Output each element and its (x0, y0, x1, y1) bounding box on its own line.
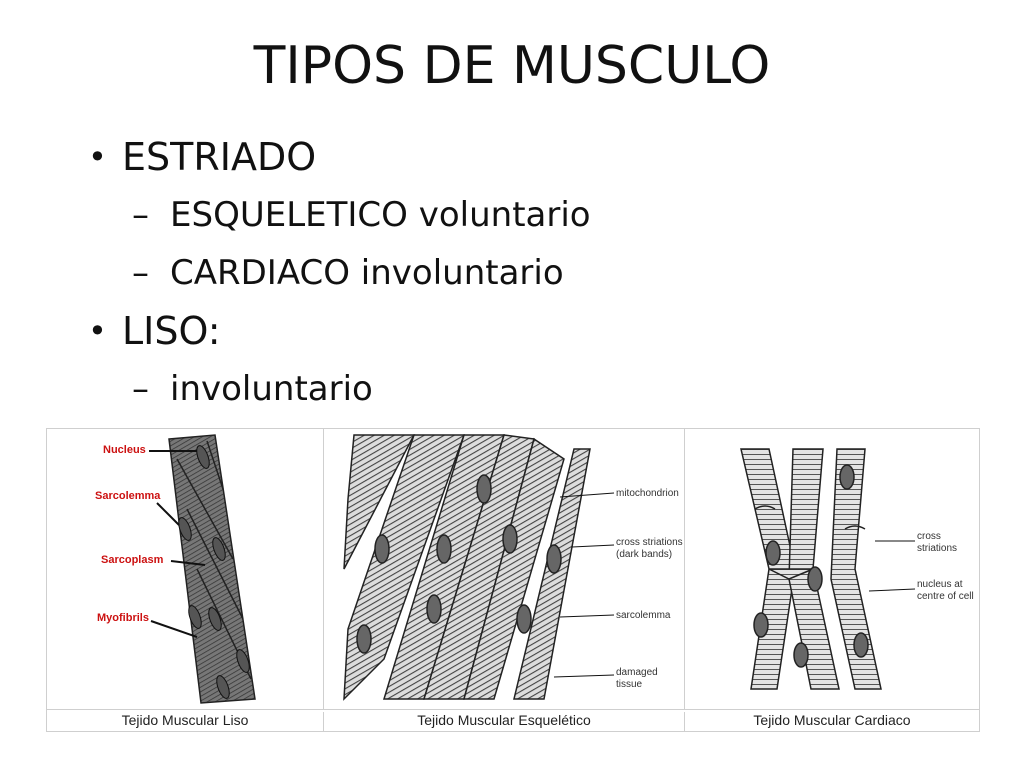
label-sarcolemma: sarcolemma (616, 610, 671, 621)
bullet-dot-icon: • (88, 312, 107, 350)
cardiac-muscle-fibers (740, 448, 882, 690)
bullet-item: • LISO: (88, 302, 591, 360)
bullet-item: • ESTRIADO (88, 128, 591, 186)
caption-cardiac: Tejido Muscular Cardiaco (753, 712, 911, 728)
dash-icon: – (132, 195, 149, 235)
smooth-muscle-panel: Nucleus Sarcolemma Sarcoplasm Myofibrils (47, 429, 324, 709)
dash-icon: – (132, 253, 149, 293)
skeletal-muscle-illustration: mitochondrion cross striations (dark ban… (343, 434, 683, 701)
sub-bullet-item: – involuntario (132, 360, 591, 418)
dash-icon: – (132, 369, 149, 409)
label-nucleus-at: nucleus at (917, 579, 963, 590)
label-centre-of-cell: centre of cell (917, 591, 974, 602)
label-sarcoplasm: Sarcoplasm (101, 554, 164, 566)
label-damaged: damaged (616, 667, 658, 678)
cardiac-muscle-panel: cross striations nucleus at centre of ce… (685, 429, 980, 709)
figure-captions: Tejido Muscular Liso Tejido Muscular Esq… (47, 709, 979, 732)
smooth-muscle-illustration: Nucleus Sarcolemma Sarcoplasm Myofibrils (95, 434, 256, 704)
label-mitochondrion: mitochondrion (616, 488, 679, 499)
label-cross-striations: cross striations (616, 537, 683, 548)
skeletal-muscle-fibers (343, 434, 591, 701)
cardiac-muscle-pointers (868, 540, 916, 592)
label-cross: cross (917, 531, 941, 542)
slide-title: TIPOS DE MUSCULO (253, 36, 771, 96)
label-striations: striations (917, 543, 957, 554)
muscle-tissue-figure: Nucleus Sarcolemma Sarcoplasm Myofibrils (46, 428, 980, 732)
skeletal-muscle-pointers (553, 492, 615, 678)
skeletal-muscle-panel: mitochondrion cross striations (dark ban… (324, 429, 685, 709)
bullet-text: ESTRIADO (122, 135, 317, 179)
caption-smooth: Tejido Muscular Liso (47, 712, 324, 732)
bullet-text: LISO: (122, 309, 221, 353)
label-sarcolemma: Sarcolemma (95, 490, 161, 502)
cardiac-muscle-illustration: cross striations nucleus at centre of ce… (740, 448, 974, 690)
smooth-muscle-pointers (149, 450, 206, 638)
bullet-dot-icon: • (88, 138, 107, 176)
sub-bullet-text: CARDIACO involuntario (170, 253, 564, 293)
sub-bullet-text: ESQUELETICO voluntario (170, 195, 591, 235)
label-nucleus: Nucleus (103, 444, 146, 456)
caption-skeletal: Tejido Muscular Esquelético (324, 712, 685, 732)
sub-bullet-item: – CARDIACO involuntario (132, 244, 591, 302)
bullet-list: • ESTRIADO – ESQUELETICO voluntario – CA… (88, 128, 591, 418)
label-myofibrils: Myofibrils (97, 612, 149, 624)
label-tissue: tissue (616, 679, 643, 690)
sub-bullet-item: – ESQUELETICO voluntario (132, 186, 591, 244)
sub-bullet-text: involuntario (170, 369, 373, 409)
smooth-muscle-fibers (168, 434, 256, 704)
label-dark-bands: (dark bands) (616, 549, 672, 560)
